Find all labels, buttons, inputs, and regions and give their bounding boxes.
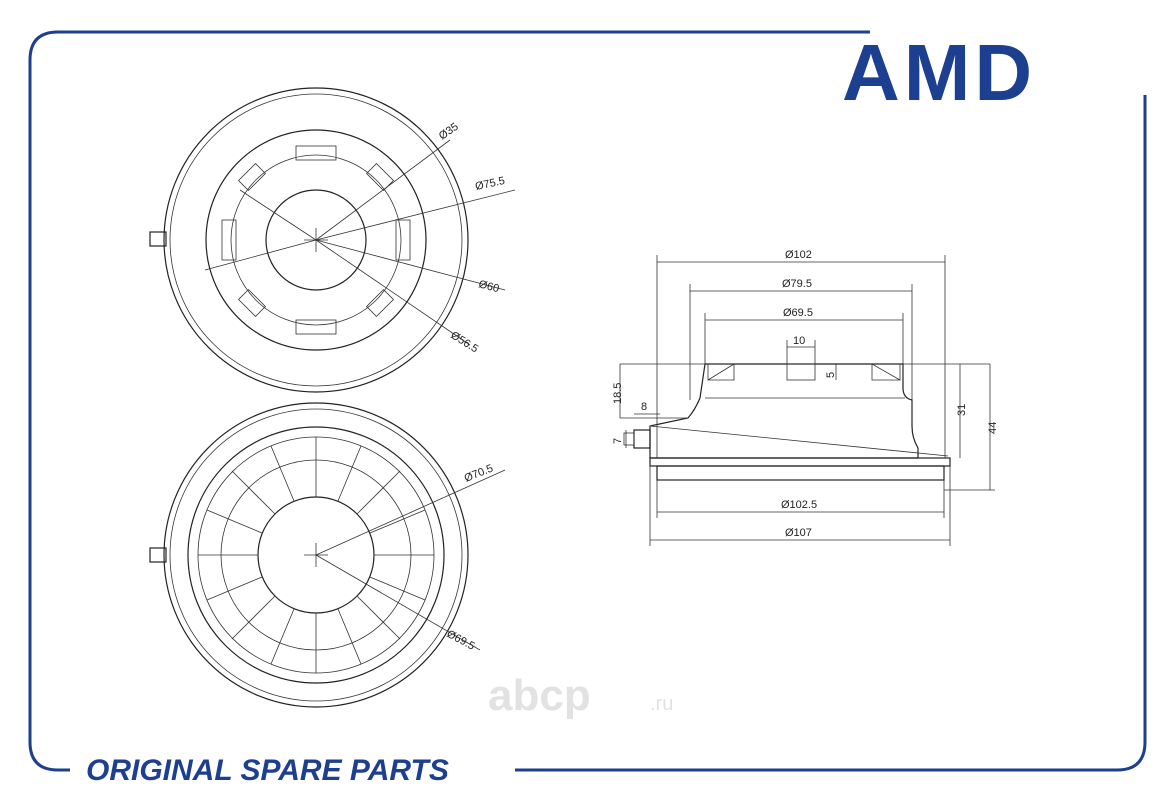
dim-side-d107: Ø107: [785, 527, 812, 539]
dim-side-d79: Ø79.5: [782, 278, 812, 290]
dim-bottom-d69: Ø69.5: [445, 628, 477, 653]
dim-side-d102: Ø102: [785, 249, 812, 261]
dim-side-h44: 44: [987, 422, 999, 434]
brand-logo: AMD: [842, 28, 1036, 117]
dim-side-d102b: Ø102.5: [781, 499, 817, 511]
dim-side-h7: 7: [612, 438, 624, 444]
dim-top-d75: Ø75.5: [474, 175, 506, 193]
dim-side-w8: 8: [641, 401, 647, 413]
dim-side-d69: Ø69.5: [783, 307, 813, 319]
side-dimension-lines: [619, 255, 995, 546]
dim-top-d60: Ø60: [477, 278, 500, 295]
top-view: [149, 87, 516, 393]
dim-side-w10: 10: [793, 335, 805, 347]
dim-side-h5: 5: [825, 372, 837, 378]
watermark-main: abcp: [488, 671, 591, 720]
frame-border-right: [515, 95, 1147, 772]
dim-top-d35: Ø35: [437, 121, 461, 143]
dim-side-h31: 31: [956, 404, 968, 416]
dim-side-h18: 18.5: [612, 383, 624, 404]
bottom-view: [149, 402, 506, 708]
brand-tagline: ORIGINAL SPARE PARTS: [86, 754, 449, 787]
watermark-suffix: .ru: [650, 693, 673, 715]
side-view: [623, 363, 951, 481]
frame-border: [28, 30, 870, 772]
dim-top-d56: Ø56.5: [448, 329, 480, 355]
